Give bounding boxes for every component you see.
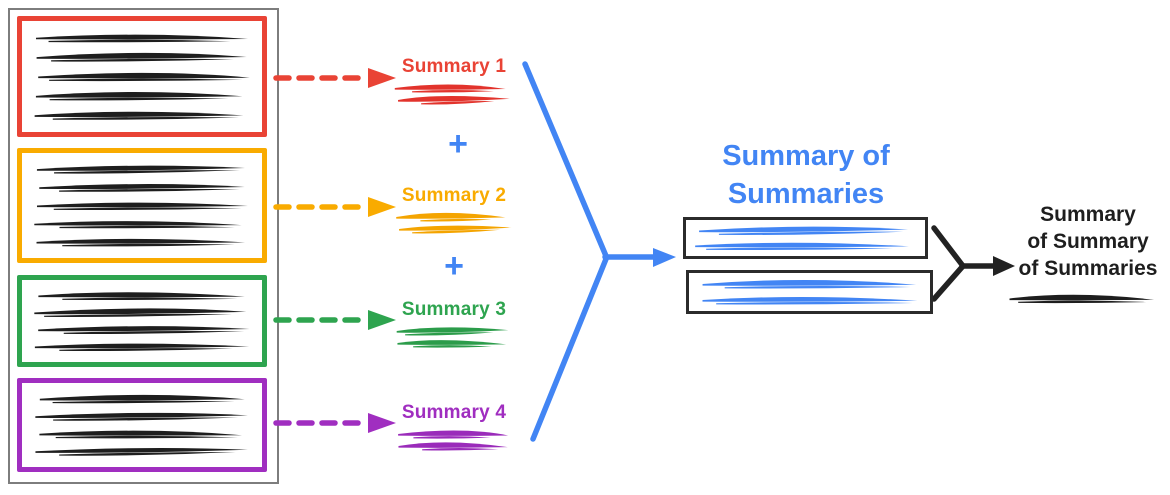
- summary-1-label: Summary 1: [401, 56, 507, 77]
- final-summary-scribble: [1008, 290, 1164, 307]
- document-4: [17, 378, 267, 472]
- document-2-text-scribble: [33, 160, 251, 251]
- summary-of-summaries-box-2: [686, 270, 933, 314]
- summary-of-summaries-box-1: [683, 217, 928, 259]
- summary-3: Summary 3: [390, 297, 518, 349]
- summary-of-summaries-title-line1: Summary of: [722, 140, 890, 172]
- summary-of-summaries-title-line2: Summaries: [727, 178, 885, 210]
- summary-of-summaries-box-2-scribble: [696, 276, 923, 308]
- summary-4-label: Summary 4: [401, 402, 507, 423]
- summaries-merge-arrow: [522, 61, 676, 442]
- summary-of-summaries-title: Summary of Summaries: [696, 137, 916, 213]
- final-summary-title-line3: of Summaries: [1018, 257, 1158, 280]
- doc1-to-summary1-dashed-arrow: [273, 68, 396, 88]
- document-4-text-scribble: [33, 390, 251, 460]
- summary-4-scribble: [393, 428, 515, 452]
- document-1: [17, 16, 267, 137]
- document-3-text-scribble: [33, 287, 251, 355]
- merge-to-final-arrow: [931, 225, 1015, 302]
- summary-2-scribble: [393, 211, 515, 235]
- summary-1-scribble: [393, 82, 515, 106]
- plus-sign-2: +: [444, 247, 464, 285]
- summary-3-label: Summary 3: [401, 299, 507, 320]
- doc3-to-summary3-dashed-arrow: [273, 310, 396, 330]
- final-summary-title: Summary of Summary of Summaries: [1012, 201, 1164, 282]
- plus-sign-1: +: [448, 125, 468, 163]
- summary-1: Summary 1: [390, 54, 518, 106]
- summary-4: Summary 4: [390, 400, 518, 452]
- document-2: [17, 148, 267, 263]
- document-3: [17, 275, 267, 367]
- document-1-text-scribble: [33, 28, 251, 125]
- summary-2: Summary 2: [390, 183, 518, 235]
- final-summary-title-line2: of Summary: [1027, 230, 1149, 253]
- doc2-to-summary2-dashed-arrow: [273, 197, 396, 217]
- final-summary-title-line1: Summary: [1040, 203, 1136, 226]
- summary-3-scribble: [393, 325, 515, 349]
- summary-of-summaries-box-1-scribble: [693, 223, 918, 253]
- summary-2-label: Summary 2: [401, 185, 507, 206]
- doc4-to-summary4-dashed-arrow: [273, 413, 396, 433]
